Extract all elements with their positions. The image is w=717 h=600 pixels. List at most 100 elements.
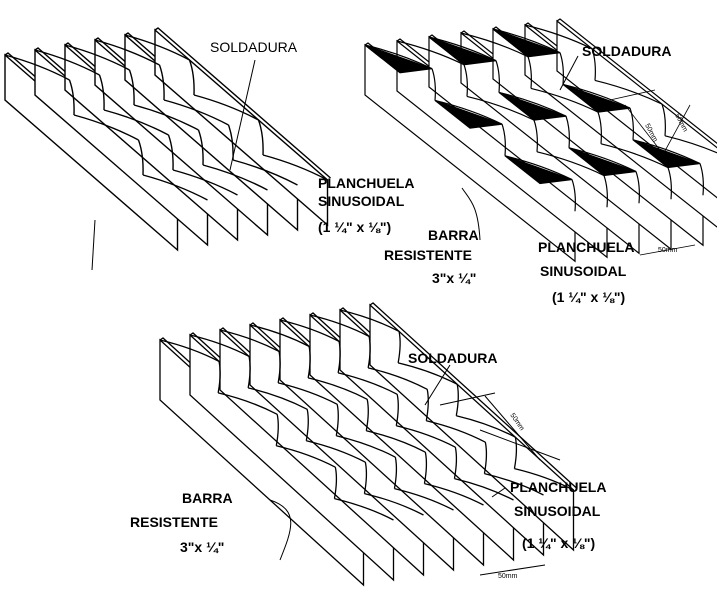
bearing-bar <box>154 28 329 227</box>
figure-right-dimensions <box>609 89 696 256</box>
sinusoidal-bar <box>279 319 340 343</box>
cell-fill <box>504 155 573 185</box>
sinusoidal-bar <box>364 492 424 516</box>
fig3-bearing-dim: 3"x ¼" <box>180 539 224 555</box>
sinusoidal-bar <box>202 164 268 191</box>
fig3-flatbar-label-2: SINUSOIDAL <box>514 503 601 519</box>
sinusoidal-bar <box>159 339 220 363</box>
sinusoidal-bar <box>483 442 488 474</box>
sinusoidal-bar <box>307 377 368 400</box>
figure-right-grating <box>364 18 717 263</box>
sinusoidal-bar <box>158 64 165 101</box>
sinusoidal-bar <box>395 394 399 426</box>
sinusoidal-bar <box>98 74 105 111</box>
sinusoidal-bar <box>527 56 532 89</box>
fig2-bearing-dim: 3"x ¼" <box>432 270 476 286</box>
cell-fill <box>632 139 701 169</box>
sinusoidal-bar <box>661 103 666 136</box>
sinusoidal-bar <box>568 147 637 173</box>
sinusoidal-bar <box>172 169 238 196</box>
sinusoidal-bar <box>73 114 139 141</box>
sinusoidal-bar <box>68 79 75 116</box>
sinusoidal-bar <box>306 440 366 463</box>
sinusoidal-bar <box>262 154 328 181</box>
sinusoidal-bar <box>466 95 535 121</box>
cell-fill <box>428 36 497 66</box>
sinusoidal-bar <box>305 409 309 441</box>
sinusoidal-bar <box>103 109 169 136</box>
bearing-bar-top <box>556 18 717 145</box>
cell-fill <box>364 44 433 74</box>
sinusoidal-bar <box>137 139 144 176</box>
sinusoidal-bar <box>453 447 458 479</box>
sinusoidal-bar <box>333 467 338 499</box>
sinusoidal-bar <box>434 99 503 125</box>
sinusoidal-bar <box>363 462 368 494</box>
sinusoidal-bar <box>498 91 567 117</box>
cell-fill <box>562 83 631 113</box>
sinusoidal-bar <box>699 163 704 196</box>
sinusoidal-bar <box>495 60 500 93</box>
sinusoidal-bar <box>463 64 468 97</box>
sinusoidal-bar <box>454 477 514 501</box>
sinusoidal-bar <box>367 367 428 390</box>
sinusoidal-bar <box>197 129 204 166</box>
sinusoidal-bar <box>492 28 561 54</box>
sinusoidal-bar <box>456 415 516 438</box>
figure-left-grating <box>4 27 331 252</box>
figure-left-leaders <box>91 59 256 271</box>
sinusoidal-bar <box>249 324 310 348</box>
sinusoidal-bar <box>336 435 396 458</box>
fig1-welding-label: SOLDADURA <box>210 39 298 55</box>
sinusoidal-bar <box>460 32 529 58</box>
sinusoidal-bar <box>397 362 458 385</box>
sinusoidal-bar <box>591 48 596 81</box>
sinusoidal-bar <box>335 404 339 436</box>
sinusoidal-bar <box>277 351 281 383</box>
sinusoidal-bar <box>594 79 663 105</box>
fig1-flatbar-label-1: PLANCHUELA <box>318 175 414 191</box>
figure-bottom-dimensions <box>439 392 561 576</box>
fig3-bearing-label-2: RESISTENTE <box>130 514 218 530</box>
sinusoidal-bar <box>163 99 229 126</box>
sinusoidal-bar <box>397 331 401 363</box>
sinusoidal-bar <box>247 356 251 388</box>
sinusoidal-bar <box>455 384 459 416</box>
fig3-dim-bottom: 50mm <box>498 573 518 580</box>
sinusoidal-bar <box>431 68 436 101</box>
sinusoidal-bar <box>629 107 634 140</box>
sinusoidal-bar <box>34 49 100 76</box>
sinusoidal-bar <box>393 457 398 489</box>
sinusoidal-bar <box>364 44 433 70</box>
sinusoidal-bar <box>232 159 298 186</box>
sinusoidal-bar <box>217 392 278 415</box>
sinusoidal-bar <box>664 135 717 154</box>
sinusoidal-bar <box>365 399 369 431</box>
sinusoidal-bar <box>396 40 465 66</box>
sinusoidal-bar <box>603 175 608 208</box>
fig1-flatbar-label-2: SINUSOIDAL <box>318 193 405 209</box>
fig2-bearing-label-1: BARRA <box>428 227 479 243</box>
fig2-flatbar-label-2: SINUSOIDAL <box>540 263 627 279</box>
sinusoidal-bar <box>562 83 631 109</box>
sinusoidal-bar <box>513 437 518 469</box>
sinusoidal-bar <box>337 341 341 373</box>
sinusoidal-bar <box>571 179 576 212</box>
sinusoidal-bar <box>423 452 428 484</box>
sinusoidal-bar <box>188 59 195 96</box>
sinusoidal-bar <box>597 111 602 144</box>
sinusoidal-bar <box>337 372 398 395</box>
sinusoidal-bar <box>339 309 400 333</box>
figure-right-leaders <box>461 55 579 241</box>
sinusoidal-bar <box>501 123 506 156</box>
cell-fill <box>568 147 637 177</box>
sinusoidal-bar <box>366 430 426 453</box>
sinusoidal-bar <box>424 482 484 506</box>
fig2-welding-label: SOLDADURA <box>582 43 671 59</box>
fig2-flatbar-dim: (1 ¼" x ⅛") <box>552 289 625 305</box>
sinusoidal-bar <box>394 487 454 511</box>
fig3-flatbar-label-1: PLANCHUELA <box>510 479 606 495</box>
sinusoidal-bar <box>189 334 250 358</box>
sinusoidal-bar <box>536 151 605 177</box>
